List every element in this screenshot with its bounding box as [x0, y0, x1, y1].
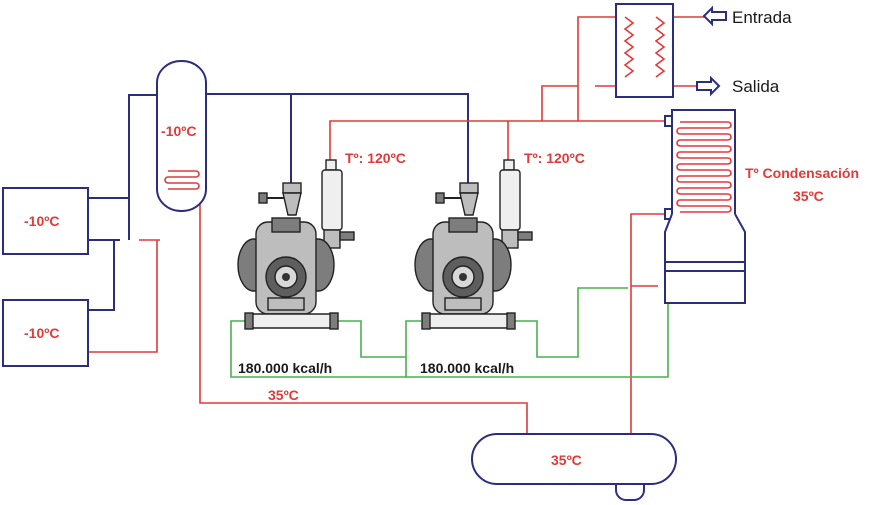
condenser-coil — [676, 121, 732, 213]
compressor-2 — [414, 159, 533, 330]
condensation-title: Tº Condensación — [745, 165, 859, 181]
separator-temp: -10ºC — [161, 123, 196, 139]
separator-coil — [164, 170, 200, 190]
compressor-2-capacity: 180.000 kcal/h — [420, 360, 514, 376]
entrada-arrow-icon — [702, 5, 727, 27]
compressor-1-temp: Tº: 120ºC — [345, 150, 406, 166]
condensation-temp: 35ºC — [793, 188, 824, 204]
liquid-receiver — [471, 433, 677, 501]
evaporator-bottom-temp: -10ºC — [24, 325, 59, 341]
receiver-temp: 35ºC — [551, 452, 582, 468]
evaporator-top — [2, 187, 89, 255]
compressor-1 — [237, 159, 355, 330]
suction-separator — [156, 60, 207, 212]
liquid-line-temp: 35ºC — [268, 387, 299, 403]
compressor-1-capacity: 180.000 kcal/h — [238, 360, 332, 376]
exchanger-coil-left — [623, 16, 635, 78]
exchanger-coil-right — [654, 16, 666, 78]
evaporator-top-temp: -10ºC — [24, 213, 59, 229]
heat-exchanger — [615, 3, 674, 98]
salida-arrow-icon — [696, 75, 721, 97]
salida-label: Salida — [732, 77, 780, 96]
condenser — [664, 109, 746, 304]
evaporator-bottom — [2, 299, 89, 367]
entrada-label: Entrada — [732, 8, 792, 27]
compressor-2-temp: Tº: 120ºC — [524, 150, 585, 166]
